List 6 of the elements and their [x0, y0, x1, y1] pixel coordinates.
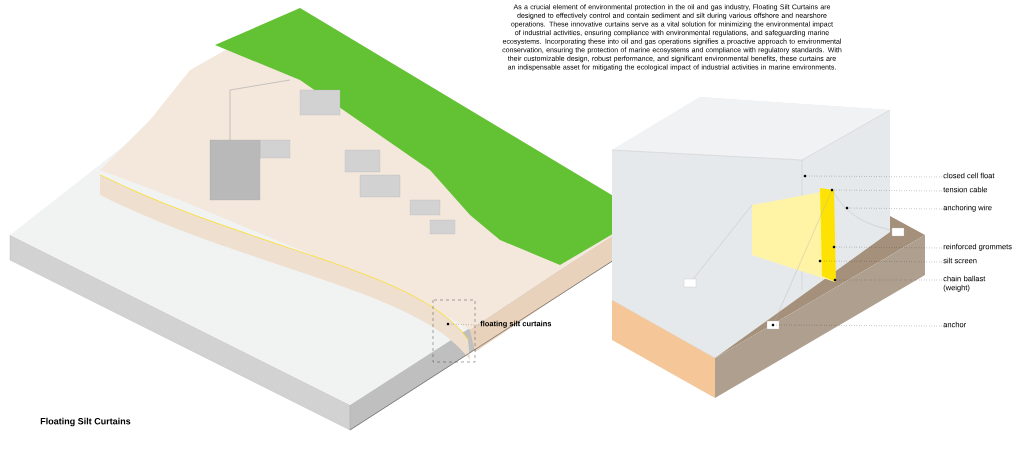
leader-line — [774, 324, 943, 327]
leader-line — [449, 323, 480, 326]
title: Floating Silt Curtains — [40, 417, 131, 427]
leader-line — [833, 189, 943, 192]
leader-line — [848, 207, 943, 210]
leader-line — [806, 175, 943, 178]
